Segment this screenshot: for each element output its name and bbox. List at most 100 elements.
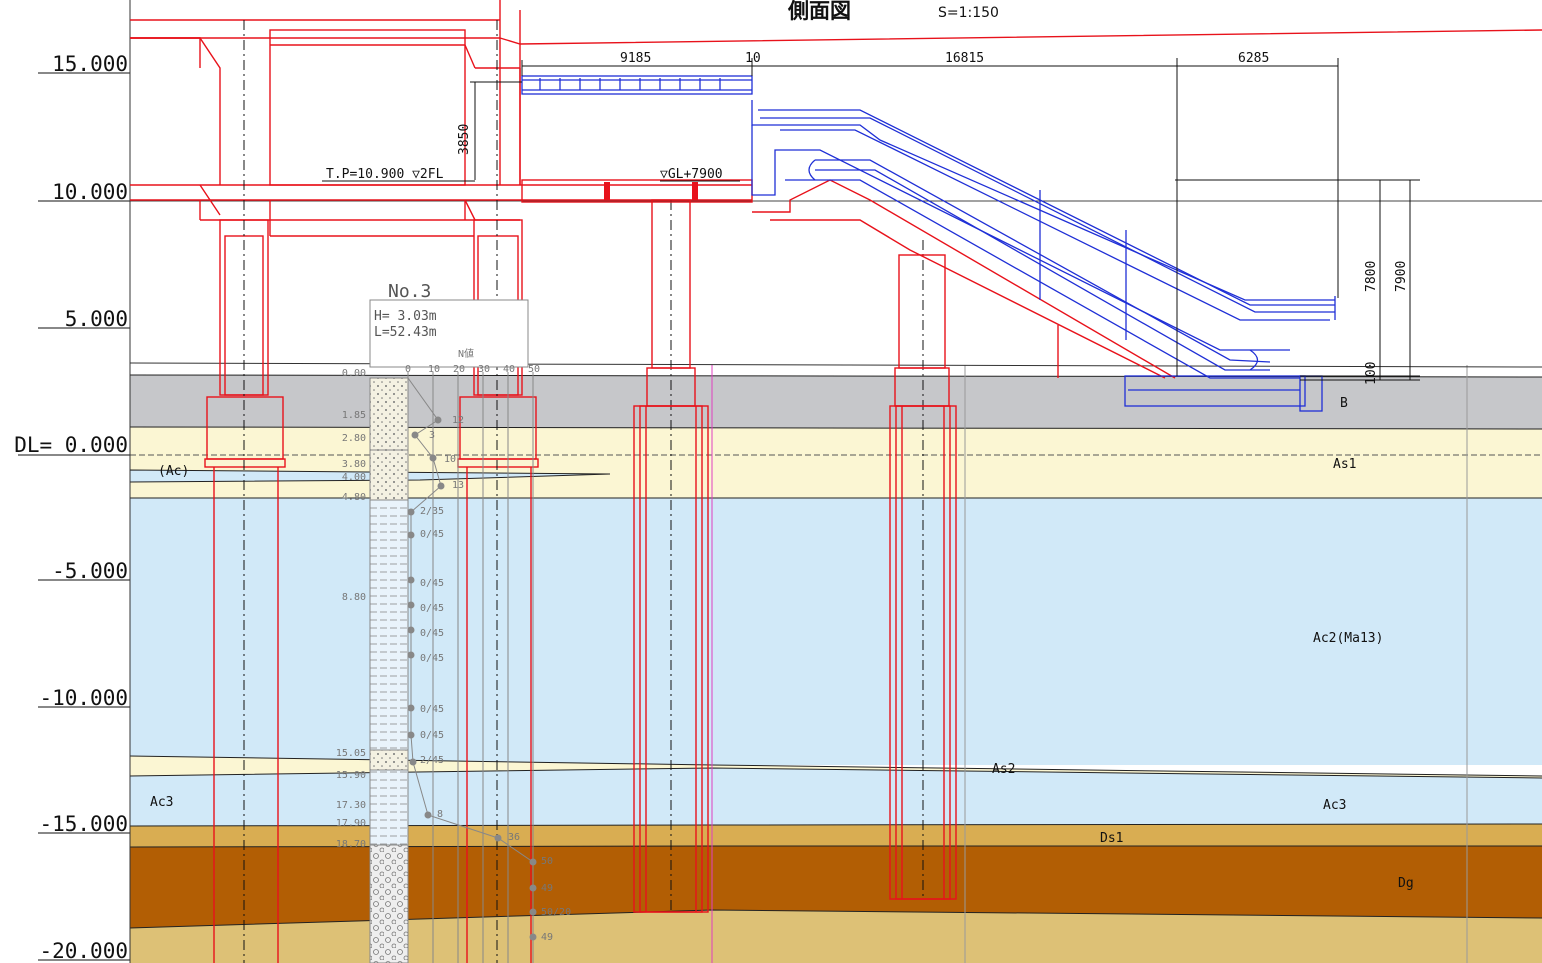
depth-label: 17.30 bbox=[336, 800, 366, 811]
n-value-point bbox=[407, 531, 415, 539]
dimension-height: 7800 bbox=[1364, 261, 1379, 292]
layer-label: Dg bbox=[1398, 876, 1414, 891]
n-value-header: N値 bbox=[458, 347, 474, 360]
n-value-label: 13 bbox=[452, 480, 464, 491]
depth-label: 15.05 bbox=[336, 748, 366, 759]
drawing-scale: S=1:150 bbox=[938, 5, 999, 21]
depth-label: 1.85 bbox=[342, 410, 366, 421]
n-value-point bbox=[407, 576, 415, 584]
n-value-label: 0/45 bbox=[420, 578, 444, 589]
n-value-point bbox=[407, 731, 415, 739]
center-lines bbox=[243, 20, 924, 963]
elevation-label: -5.000 bbox=[52, 559, 128, 583]
drawing-title: 側面図 bbox=[787, 0, 851, 23]
elevation-label: -15.000 bbox=[39, 812, 128, 836]
n-tick: 0 bbox=[405, 364, 411, 375]
depth-label: 8.80 bbox=[342, 592, 366, 603]
elevation-label: 5.000 bbox=[65, 307, 128, 331]
layer-label: (Ac) bbox=[158, 464, 189, 479]
deck-joints bbox=[604, 182, 698, 200]
layer-labels: (Ac) As1 Ac2(Ma13) As2 Ac3 Ac3 Ds1 Dg B bbox=[150, 396, 1414, 891]
elevation-label: -20.000 bbox=[39, 939, 128, 963]
handrail-curve bbox=[808, 159, 816, 181]
borehole-name: No.3 bbox=[388, 281, 431, 302]
n-value-point bbox=[529, 858, 537, 866]
station-structure bbox=[130, 0, 1542, 963]
n-value-label: 0/45 bbox=[420, 653, 444, 664]
n-value-label: 0/45 bbox=[420, 628, 444, 639]
depth-label: 4.80 bbox=[342, 492, 366, 503]
escalator bbox=[521, 75, 1336, 412]
n-tick: 20 bbox=[453, 364, 465, 375]
dimension-height: 100 bbox=[1364, 362, 1379, 385]
dimension-span3: 6285 bbox=[1238, 51, 1269, 66]
depth-label: 17.90 bbox=[336, 818, 366, 829]
layer-label: As1 bbox=[1333, 457, 1356, 472]
depth-label: 15.90 bbox=[336, 770, 366, 781]
n-value-label: 50/20 bbox=[541, 907, 571, 918]
layer-label: Ac3 bbox=[1323, 798, 1346, 813]
depth-label: 2.80 bbox=[342, 433, 366, 444]
n-value-point bbox=[434, 416, 442, 424]
dimension-height: 7900 bbox=[1394, 261, 1409, 292]
n-tick: 30 bbox=[478, 364, 490, 375]
n-value-point bbox=[407, 626, 415, 634]
n-value-label: 36 bbox=[508, 832, 520, 843]
elevation-label: -10.000 bbox=[39, 686, 128, 710]
n-value-label: 2/45 bbox=[420, 755, 444, 766]
dimension-span1: 9185 bbox=[620, 51, 651, 66]
n-value-label: 0/45 bbox=[420, 529, 444, 540]
layer-label: Ac2(Ma13) bbox=[1313, 631, 1383, 646]
dimension-labels: 9185 10 16815 6285 3850 7800 7900 100 T.… bbox=[326, 51, 1409, 385]
n-value-label: 0/45 bbox=[420, 704, 444, 715]
borehole-log: No.3 H= 3.03m L=52.43m N値 0 10 20 30 40 … bbox=[336, 281, 571, 963]
n-value-point bbox=[424, 811, 432, 819]
depth-label: 4.00 bbox=[342, 472, 366, 483]
n-value-point bbox=[407, 601, 415, 609]
n-tick: 10 bbox=[428, 364, 440, 375]
n-value-point bbox=[494, 834, 502, 842]
layer-label: B bbox=[1340, 396, 1348, 411]
n-value-label: 3 bbox=[429, 430, 435, 441]
n-value-point bbox=[529, 933, 537, 941]
handrail-curve bbox=[1249, 349, 1259, 371]
n-value-label: 0/45 bbox=[420, 730, 444, 741]
n-value-label: 8 bbox=[437, 809, 443, 820]
depth-label: 18.70 bbox=[336, 839, 366, 850]
n-value-point bbox=[437, 482, 445, 490]
elevation-label: 15.000 bbox=[52, 52, 128, 76]
n-tick: 50 bbox=[528, 364, 540, 375]
layer-label: Ds1 bbox=[1100, 831, 1123, 846]
elevation-label: DL= 0.000 bbox=[14, 433, 128, 457]
dimension-lines bbox=[470, 58, 1420, 381]
n-value-label: 12 bbox=[452, 415, 464, 426]
tp-level-label: T.P=10.900 ▽2FL bbox=[326, 167, 444, 182]
layer-label: As2 bbox=[992, 762, 1015, 777]
depth-label: 0.00 bbox=[342, 368, 366, 379]
n-value-label: 2/35 bbox=[420, 506, 444, 517]
n-value-point bbox=[409, 758, 417, 766]
n-value-point bbox=[411, 431, 419, 439]
n-value-point bbox=[529, 884, 537, 892]
n-value-label: 10 bbox=[444, 454, 456, 465]
n-value-label: 0/45 bbox=[420, 603, 444, 614]
n-value-point bbox=[407, 508, 415, 516]
n-value-point bbox=[529, 908, 537, 916]
n-value-label: 50 bbox=[541, 856, 553, 867]
dimension-span2: 16815 bbox=[945, 51, 984, 66]
gl-level-label: ▽GL+7900 bbox=[660, 167, 723, 182]
borehole-length: L=52.43m bbox=[374, 325, 437, 340]
n-value-label: 49 bbox=[541, 932, 553, 943]
dimension-height: 3850 bbox=[457, 124, 472, 155]
borehole-height: H= 3.03m bbox=[374, 309, 437, 324]
n-value-point bbox=[407, 704, 415, 712]
n-value-label: 49 bbox=[541, 883, 553, 894]
elevation-label: 10.000 bbox=[52, 180, 128, 204]
n-value-point bbox=[429, 454, 437, 462]
elevation-lines bbox=[18, 0, 1542, 963]
layer-label: Ac3 bbox=[150, 795, 173, 810]
n-value-point bbox=[407, 651, 415, 659]
elevation-labels: 15.000 10.000 5.000 DL= 0.000 -5.000 -10… bbox=[14, 52, 128, 963]
dimension-gap: 10 bbox=[745, 51, 761, 66]
